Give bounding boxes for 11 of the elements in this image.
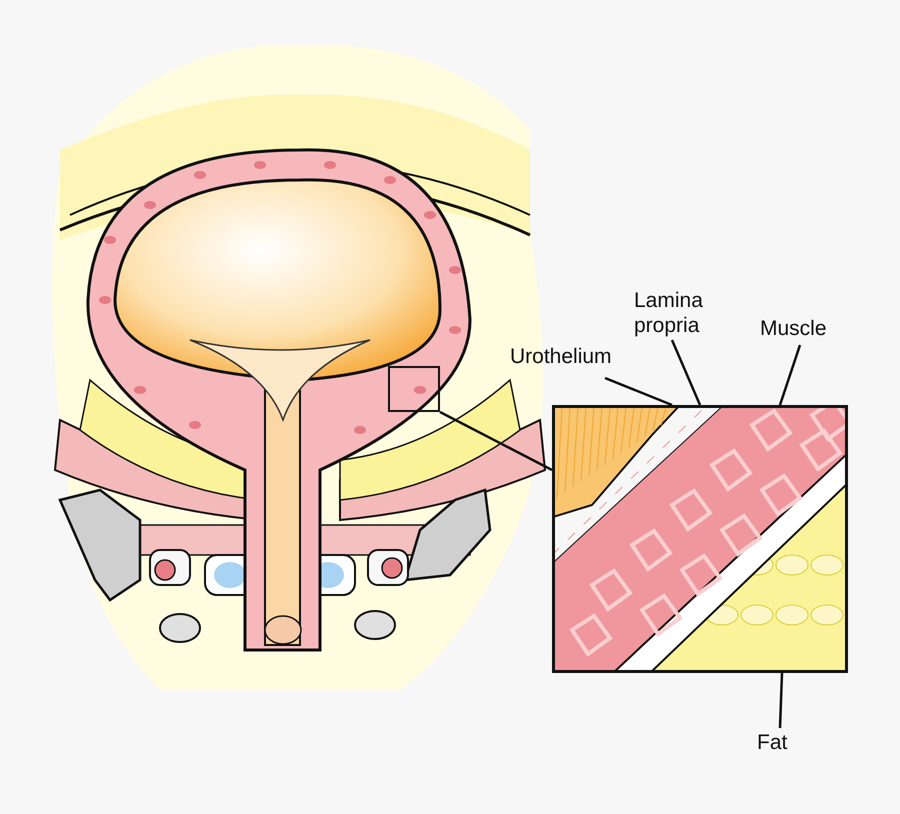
part-label: Lamina propria	[634, 288, 724, 338]
connector-line	[439, 410, 553, 472]
zoom-frame	[388, 366, 440, 412]
magnified-wall-drawing	[552, 405, 848, 673]
leader-line	[778, 344, 802, 406]
leader-line	[670, 340, 702, 406]
leader-line	[778, 672, 784, 728]
part-label: Urothelium	[510, 344, 630, 369]
part-label: Fat	[757, 730, 807, 755]
leader-line	[604, 376, 672, 406]
part-label: Muscle	[760, 316, 850, 341]
